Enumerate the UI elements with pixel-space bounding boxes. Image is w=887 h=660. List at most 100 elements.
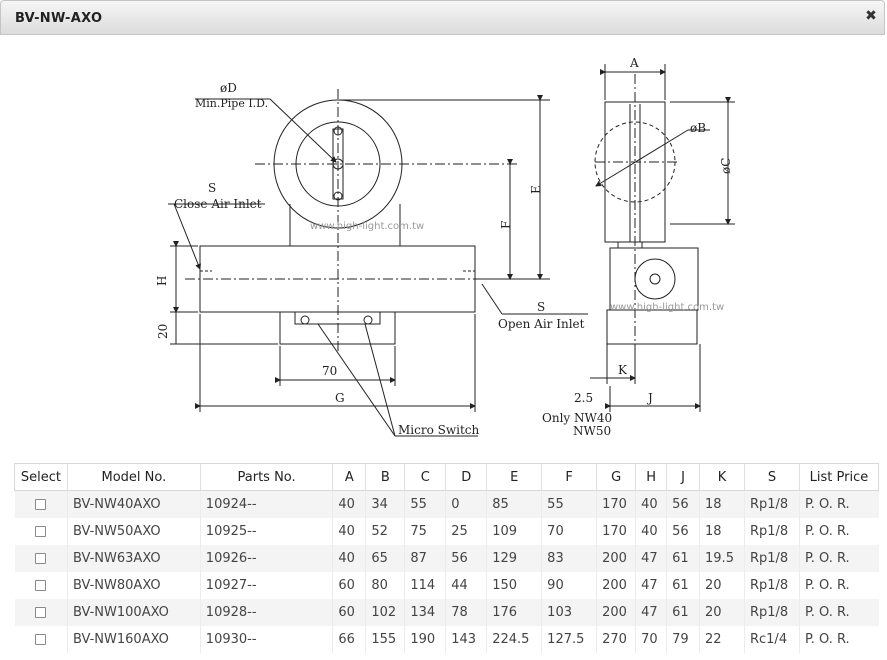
dialog-title: BV-NW-AXO xyxy=(15,11,103,26)
cell-j: 61 xyxy=(666,572,700,599)
checkbox-icon[interactable] xyxy=(35,607,47,618)
label-k: K xyxy=(618,363,628,377)
cell-f: 83 xyxy=(541,545,597,572)
cell-e: 150 xyxy=(486,572,542,599)
cell-c: 75 xyxy=(404,518,446,545)
cell-s: Rp1/8 xyxy=(743,490,800,518)
cell-parts: 10928-- xyxy=(199,599,333,626)
cell-k: 18 xyxy=(699,490,745,518)
cell-list-price: P. O. R. xyxy=(798,545,879,572)
cell-k: 18 xyxy=(699,518,745,545)
cell-g: 270 xyxy=(596,626,636,653)
watermark-side: www.high-light.com.tw xyxy=(610,302,724,313)
cell-list-price: P. O. R. xyxy=(798,490,879,518)
cell-parts: 10925-- xyxy=(199,518,333,545)
table-row[interactable]: BV-NW63AXO 10926-- 40 65 87 56 129 83 20… xyxy=(14,545,879,572)
cell-model: BV-NW80AXO xyxy=(66,572,201,599)
cell-d: 78 xyxy=(445,599,487,626)
cell-b: 65 xyxy=(365,545,405,572)
cell-list-price: P. O. R. xyxy=(798,626,879,653)
label-od: øD xyxy=(220,81,237,95)
cell-s: Rp1/8 xyxy=(743,518,800,545)
cell-model: BV-NW40AXO xyxy=(66,490,201,518)
cell-f: 70 xyxy=(541,518,597,545)
checkbox-icon[interactable] xyxy=(35,553,47,564)
cell-a: 60 xyxy=(332,599,366,626)
close-icon[interactable]: ✖ xyxy=(865,8,877,24)
cell-s: Rp1/8 xyxy=(743,572,800,599)
cell-d: 0 xyxy=(445,490,487,518)
cell-g: 170 xyxy=(596,518,636,545)
watermark-front: www.high-light.com.tw xyxy=(310,221,424,232)
row-checkbox[interactable] xyxy=(14,518,68,545)
col-parts: Parts No. xyxy=(199,463,333,491)
col-e: E xyxy=(486,463,542,491)
cell-s: Rc1/4 xyxy=(743,626,800,653)
row-checkbox[interactable] xyxy=(14,545,68,572)
label-h: H xyxy=(155,276,169,286)
cell-list-price: P. O. R. xyxy=(798,572,879,599)
parts-table: Select Model No. Parts No. A B C D E F G… xyxy=(14,463,880,653)
row-checkbox[interactable] xyxy=(14,626,68,653)
col-b: B xyxy=(365,463,405,491)
checkbox-icon[interactable] xyxy=(35,634,47,645)
cell-a: 60 xyxy=(332,572,366,599)
col-c: C xyxy=(404,463,446,491)
checkbox-icon[interactable] xyxy=(35,499,47,510)
cell-c: 134 xyxy=(404,599,446,626)
label-micro-switch: Micro Switch xyxy=(398,423,479,437)
cell-c: 55 xyxy=(404,490,446,518)
cell-g: 200 xyxy=(596,599,636,626)
cell-model: BV-NW100AXO xyxy=(66,599,201,626)
col-f: F xyxy=(541,463,597,491)
table-row[interactable]: BV-NW40AXO 10924-- 40 34 55 0 85 55 170 … xyxy=(14,490,879,518)
cell-k: 20 xyxy=(699,599,745,626)
row-checkbox[interactable] xyxy=(14,572,68,599)
checkbox-icon[interactable] xyxy=(35,580,47,591)
cell-f: 103 xyxy=(541,599,597,626)
label-a: A xyxy=(629,56,639,70)
label-s-close: S xyxy=(208,181,216,195)
col-g: G xyxy=(596,463,636,491)
label-e: E xyxy=(529,185,543,194)
label-twenty: 20 xyxy=(156,324,170,339)
cell-e: 176 xyxy=(486,599,542,626)
cell-h: 40 xyxy=(635,518,667,545)
col-d: D xyxy=(445,463,487,491)
col-model: Model No. xyxy=(66,463,201,491)
cell-a: 66 xyxy=(332,626,366,653)
cell-c: 190 xyxy=(404,626,446,653)
cell-j: 61 xyxy=(666,599,700,626)
table-row[interactable]: BV-NW160AXO 10930-- 66 155 190 143 224.5… xyxy=(14,626,879,653)
cell-g: 200 xyxy=(596,545,636,572)
cell-b: 102 xyxy=(365,599,405,626)
checkbox-icon[interactable] xyxy=(35,526,47,537)
row-checkbox[interactable] xyxy=(14,490,68,518)
cell-h: 47 xyxy=(635,599,667,626)
table-row[interactable]: BV-NW100AXO 10928-- 60 102 134 78 176 10… xyxy=(14,599,879,626)
cell-parts: 10926-- xyxy=(199,545,333,572)
table-row[interactable]: BV-NW80AXO 10927-- 60 80 114 44 150 90 2… xyxy=(14,572,879,599)
cell-k: 20 xyxy=(699,572,745,599)
row-checkbox[interactable] xyxy=(14,599,68,626)
cell-model: BV-NW50AXO xyxy=(66,518,201,545)
cell-e: 109 xyxy=(486,518,542,545)
cell-parts: 10930-- xyxy=(199,626,333,653)
cell-e: 85 xyxy=(486,490,542,518)
col-j: J xyxy=(666,463,700,491)
label-j: J xyxy=(646,391,653,405)
col-select: Select xyxy=(14,463,68,491)
col-s: S xyxy=(743,463,800,491)
table-row[interactable]: BV-NW50AXO 10925-- 40 52 75 25 109 70 17… xyxy=(14,518,879,545)
cell-k: 19.5 xyxy=(699,545,745,572)
label-g: G xyxy=(335,391,345,405)
cell-j: 56 xyxy=(666,518,700,545)
cell-f: 90 xyxy=(541,572,597,599)
label-nw50: NW50 xyxy=(573,424,611,438)
cell-d: 56 xyxy=(445,545,487,572)
cell-j: 61 xyxy=(666,545,700,572)
cell-h: 70 xyxy=(635,626,667,653)
label-oc: øC xyxy=(719,158,733,174)
label-ob: øB xyxy=(690,121,706,135)
drawing-svg: øD Min.Pipe I.D. S Close Air Inlet H 20 … xyxy=(155,56,735,438)
